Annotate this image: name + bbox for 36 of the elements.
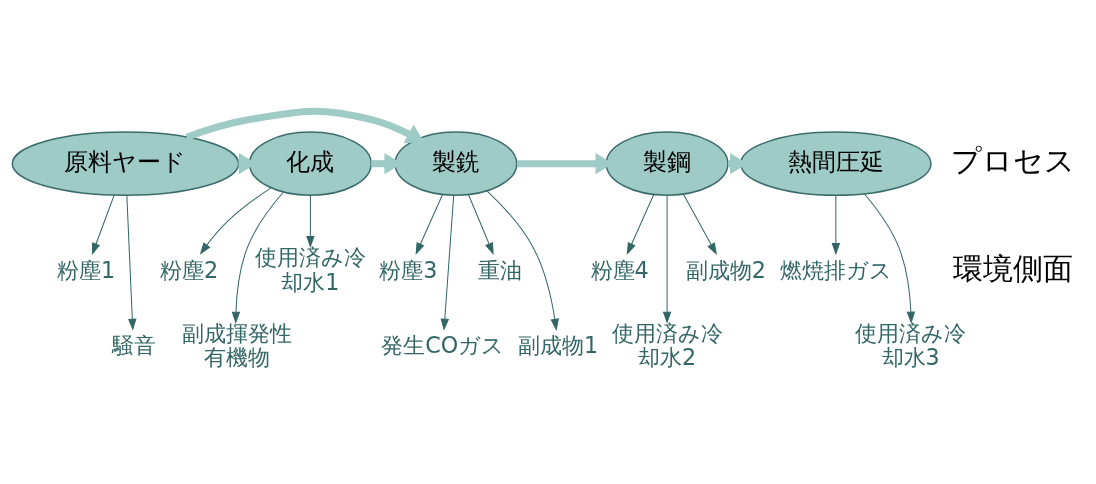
arrow: [126, 194, 137, 331]
node-text: 使用済み冷却水2: [611, 320, 723, 371]
arrow: [682, 193, 717, 255]
arrow: [415, 194, 444, 255]
arrow: [626, 194, 655, 255]
node-text: 騒音: [111, 332, 156, 359]
arrow: [831, 194, 841, 256]
node-ellipse: 熱間圧延: [740, 131, 932, 196]
arrow: [467, 194, 494, 255]
arrow: [662, 194, 672, 324]
node-ellipse: 化成: [248, 131, 372, 196]
node-text: 副成揮発性有機物: [181, 320, 292, 371]
node-text: 副成物1: [517, 332, 599, 359]
node-text: 粉塵2: [160, 256, 219, 283]
arrow: [863, 193, 916, 324]
node-text: 重油: [478, 256, 523, 283]
node-text: 粉塵4: [590, 256, 649, 283]
node-ellipse: 原料ヤード: [11, 131, 240, 196]
node-text: 粉塵3: [379, 256, 438, 283]
node-ellipse: 製鋼: [605, 131, 729, 196]
node-text: 副成物2: [685, 256, 766, 283]
node-text: 発生COガス: [381, 332, 505, 359]
arrow: [231, 191, 284, 324]
arrow: [185, 107, 424, 144]
node-text: 使用済み冷却水1: [254, 244, 366, 295]
arrow: [199, 187, 272, 255]
node-text: 使用済み冷却水3: [855, 320, 967, 371]
arrow: [91, 194, 115, 256]
arrow: [440, 194, 455, 331]
label: 環境側面: [952, 251, 1073, 287]
node-text: 燃焼排ガス: [779, 256, 892, 283]
arrow: [486, 190, 559, 331]
arrow: [306, 194, 315, 249]
node-text: 粉塵1: [56, 256, 116, 283]
label: プロセス: [950, 143, 1075, 179]
node-ellipse: 製銑: [394, 131, 518, 196]
